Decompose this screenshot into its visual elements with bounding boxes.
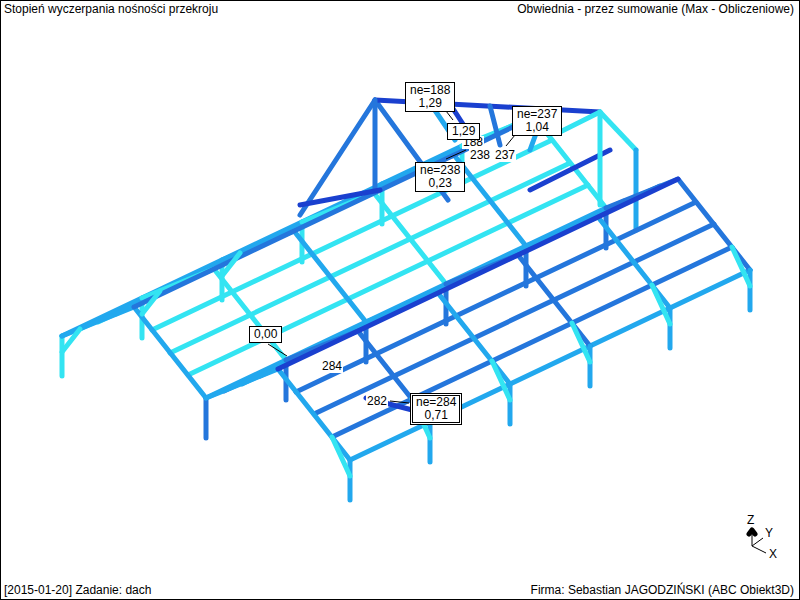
axis-letter: Z [747, 514, 754, 527]
member-number: 282 [366, 395, 388, 408]
footer-text: [2015-01-20] Zadanie: dach [4, 584, 151, 597]
leader-lines [268, 111, 515, 403]
upper-section [300, 100, 636, 230]
member-number: 237 [494, 149, 516, 162]
result-callout: ne=2840,71 [410, 393, 462, 425]
axis-letter: Y [765, 527, 773, 540]
element-number: ne=238 [420, 164, 460, 177]
element-number: ne=188 [410, 84, 450, 97]
result-callout: ne=2371,04 [512, 106, 562, 136]
right-building [206, 179, 750, 500]
ratio-value: 0,71 [416, 409, 456, 422]
ratio-value: 0,23 [420, 177, 460, 190]
view-title: Stopień wyczerpania nośności przekroju [4, 3, 218, 16]
view-caption: Obwiednia - przez sumowanie (Max - Oblic… [517, 3, 794, 16]
result-callout: 0,00 [249, 326, 282, 343]
axis-letter: X [769, 548, 777, 561]
result-callout: 1,29 [447, 123, 480, 140]
element-number: ne=284 [416, 396, 456, 409]
axis-icon [749, 530, 766, 553]
result-callout: ne=1881,29 [405, 82, 455, 112]
ratio-value: 1,29 [452, 125, 475, 138]
member-number: 284 [321, 360, 343, 373]
ratio-value: 1,04 [517, 121, 557, 134]
element-number: ne=237 [517, 108, 557, 121]
ratio-value: 0,00 [254, 328, 277, 341]
result-callout: ne=2380,23 [415, 162, 465, 192]
member-number: 238 [469, 149, 491, 162]
footer-text: Firma: Sebastian JAGODZIŃSKI (ABC Obiekt… [531, 584, 794, 597]
ratio-value: 1,29 [410, 97, 450, 110]
